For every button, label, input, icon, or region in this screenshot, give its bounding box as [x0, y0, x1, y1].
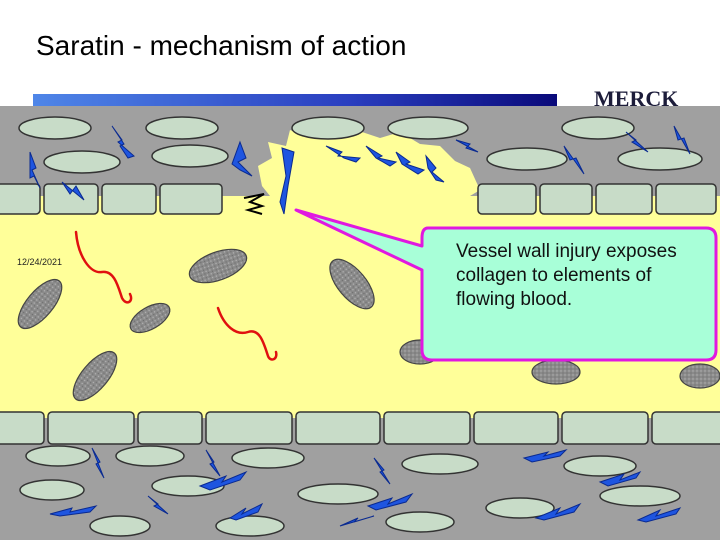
vessel-diagram	[0, 106, 720, 540]
page-title: Saratin - mechanism of action	[36, 30, 407, 61]
slide-date: 12/24/2021	[17, 257, 63, 267]
platelet-icon	[17, 248, 720, 402]
collagen-fiber-icon	[29, 125, 691, 215]
tissue-cells-lower	[19, 445, 681, 537]
broken-fiber	[243, 193, 266, 215]
header-bar	[33, 94, 557, 106]
injury-site	[258, 128, 480, 196]
tissue-cells-upper	[18, 116, 703, 174]
callout-bubble	[294, 208, 718, 362]
endothelium-upper	[0, 183, 717, 215]
endothelium-lower	[0, 411, 720, 445]
fibrin-strand-icon	[74, 230, 278, 361]
collagen-fiber-lower-icon	[49, 447, 682, 527]
callout-text: Vessel wall injury exposes collagen to e…	[456, 241, 677, 310]
